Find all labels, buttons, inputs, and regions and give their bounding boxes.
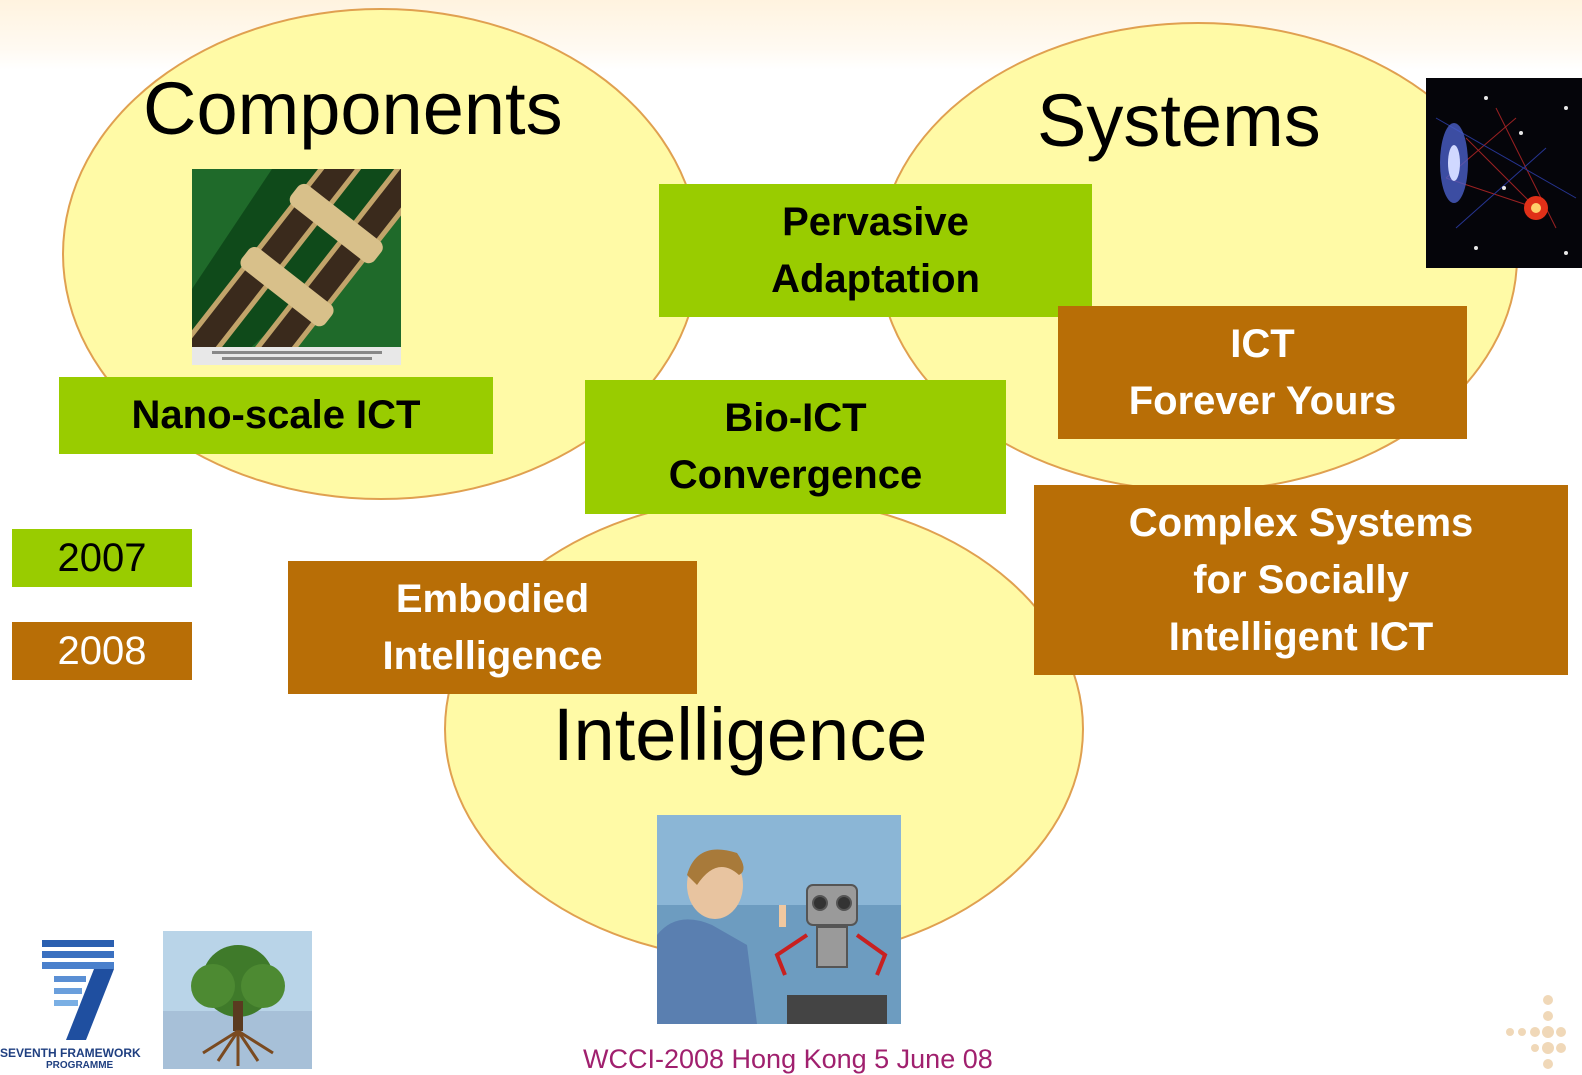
legend-2008: 2008	[12, 622, 192, 680]
tree-logo	[163, 931, 312, 1069]
box-line: Adaptation	[771, 256, 980, 301]
box-line: Bio-ICT	[724, 396, 867, 440]
complex-systems-box: Complex Systems for Socially Intelligent…	[1034, 485, 1568, 675]
box-line: Nano-scale ICT	[131, 393, 421, 437]
footer-text: WCCI-2008 Hong Kong 5 June 08	[583, 1044, 993, 1074]
box-line: Complex Systems	[1128, 500, 1474, 545]
box-line: for Socially	[1193, 557, 1409, 602]
robot-photo	[657, 815, 901, 1024]
legend-2007: 2007	[12, 529, 192, 587]
ict-forever-yours-box: ICT Forever Yours	[1058, 306, 1467, 439]
components-title: Components	[143, 67, 563, 150]
fp7-logo: SEVENTH FRAMEWORK PROGRAMME	[0, 936, 160, 1071]
box-line: ICT	[1230, 321, 1295, 366]
nano-scale-ict-box: Nano-scale ICT	[59, 377, 493, 454]
network-image	[1426, 78, 1582, 268]
nanotube-image	[192, 169, 401, 365]
intelligence-title: Intelligence	[553, 693, 928, 776]
pervasive-adaptation-box: Pervasive Adaptation	[659, 184, 1092, 317]
fp7-label-line-2: PROGRAMME	[46, 1060, 114, 1071]
systems-title: Systems	[1037, 79, 1321, 162]
box-line: Intelligence	[382, 633, 603, 678]
box-line: Pervasive	[782, 199, 969, 244]
bio-ict-convergence-box: Bio-ICT Convergence	[585, 380, 1006, 514]
box-line: Forever Yours	[1128, 378, 1397, 423]
box-line: Intelligent ICT	[1168, 614, 1434, 659]
box-line: Embodied	[395, 576, 590, 621]
embodied-intelligence-box: Embodied Intelligence	[288, 561, 697, 694]
dots-logo	[1500, 990, 1570, 1069]
box-line: Convergence	[668, 453, 923, 497]
fp7-label-line-1: SEVENTH FRAMEWORK	[0, 1046, 141, 1060]
